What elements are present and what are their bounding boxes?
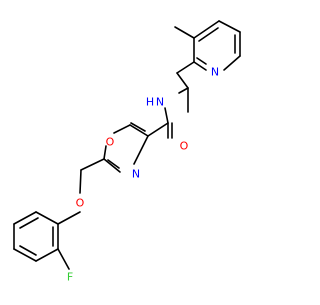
- carbonyl-oxygen-label: O: [180, 140, 189, 153]
- bond: [35, 211, 59, 225]
- bonds: [13, 20, 241, 270]
- bond: [147, 122, 169, 137]
- bond: [223, 55, 241, 71]
- bond: [107, 159, 120, 169]
- bond: [19, 245, 37, 256]
- bond: [193, 20, 220, 39]
- bond: [178, 87, 189, 94]
- bond: [13, 248, 37, 262]
- bond: [218, 20, 241, 33]
- bond: [57, 248, 70, 270]
- bond: [19, 217, 39, 229]
- ether-oxygen-label: O: [76, 197, 85, 210]
- molecule-structure-diagram: N N H O O N O F: [13, 20, 241, 284]
- bond: [13, 211, 37, 225]
- bond: [79, 169, 82, 194]
- bond: [103, 145, 107, 160]
- bond: [193, 61, 207, 71]
- bond: [196, 57, 207, 65]
- bond: [176, 72, 189, 89]
- bond: [57, 211, 81, 225]
- bond: [130, 122, 146, 132]
- bond: [176, 61, 195, 74]
- pyridine-nitrogen-label: N: [211, 66, 219, 79]
- bond: [198, 27, 219, 42]
- molecule-svg: N N H O O N O F: [13, 20, 241, 284]
- bond: [133, 135, 149, 165]
- bond: [113, 124, 131, 134]
- amide-hydrogen-label: H: [146, 96, 154, 109]
- bond: [164, 107, 169, 124]
- bond: [174, 26, 195, 39]
- bond: [80, 158, 105, 171]
- oxazole-oxygen-label: O: [106, 136, 115, 149]
- atom-labels: N N H O O N O F: [67, 66, 219, 284]
- amide-nitrogen-label: N: [156, 96, 164, 109]
- bond: [103, 158, 121, 173]
- fluorine-label: F: [67, 271, 73, 284]
- bond: [35, 248, 59, 262]
- oxazole-nitrogen-label: N: [132, 168, 140, 181]
- bond: [129, 124, 149, 137]
